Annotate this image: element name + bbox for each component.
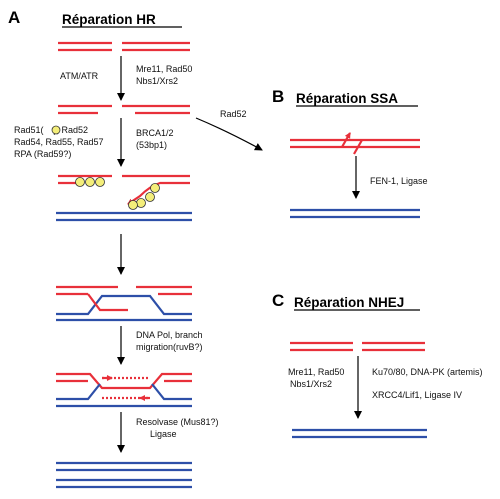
label-ligase: Ligase — [150, 429, 177, 439]
label-branch-migration: migration(ruvB?) — [136, 342, 203, 352]
hr-product-blue-duplex — [56, 478, 192, 489]
label-atm-atr: ATM/ATR — [60, 71, 99, 81]
label-53bp1: (53bp1) — [136, 140, 167, 150]
nhej-dsb-duplex — [290, 341, 425, 352]
ssa-product-duplex — [290, 208, 420, 219]
panel-a-letter: A — [8, 8, 20, 27]
label-rpa-rad59: RPA (Rad59?) — [14, 149, 71, 159]
hr-double-holliday-junction — [56, 372, 192, 408]
hr-resected-duplex — [58, 104, 190, 115]
label-mre11-rad50: Mre11, Rad50 — [136, 64, 192, 74]
panel-b-title: Réparation SSA — [296, 91, 398, 106]
nhej-product-duplex — [292, 428, 427, 439]
ssa-annealed-duplex — [290, 132, 420, 155]
label-dna-pol: DNA Pol, branch — [136, 330, 203, 340]
label-brca12: BRCA1/2 — [136, 128, 174, 138]
hr-filament-right — [122, 174, 190, 210]
label-rad51-rad52: Rad51(), Rad52 — [14, 125, 88, 135]
label-ku70-80: Ku70/80, DNA-PK (artemis) — [372, 367, 483, 377]
label-nbs1-xrs2: Nbs1/Xrs2 — [136, 76, 178, 86]
label-xrcc4: XRCC4/Lif1, Ligase IV — [372, 390, 462, 400]
hr-filament-left — [58, 174, 112, 187]
panel-a-title: Réparation HR — [62, 12, 156, 27]
hr-template-duplex-1 — [56, 211, 192, 222]
hr-dsb-duplex — [58, 41, 190, 52]
panel-c-letter: C — [272, 291, 284, 310]
panel-c-title: Réparation NHEJ — [294, 295, 404, 310]
label-nhej-mre11-rad50: Mre11, Rad50 — [288, 367, 344, 377]
rad52-arrow-to-ssa — [195, 117, 263, 151]
hr-d-loop — [56, 285, 192, 322]
label-rad54-55-57: Rad54, Rad55, Rad57 — [14, 137, 104, 147]
label-resolvase: Resolvase (Mus81?) — [136, 417, 219, 427]
panel-b-letter: B — [272, 87, 284, 106]
hr-product-red-duplex — [56, 461, 192, 472]
label-rad52: Rad52 — [220, 109, 247, 119]
label-fen1-ligase: FEN-1, Ligase — [370, 176, 428, 186]
label-nhej-nbs1-xrs2: Nbs1/Xrs2 — [290, 379, 332, 389]
rad51-icon — [51, 125, 61, 135]
